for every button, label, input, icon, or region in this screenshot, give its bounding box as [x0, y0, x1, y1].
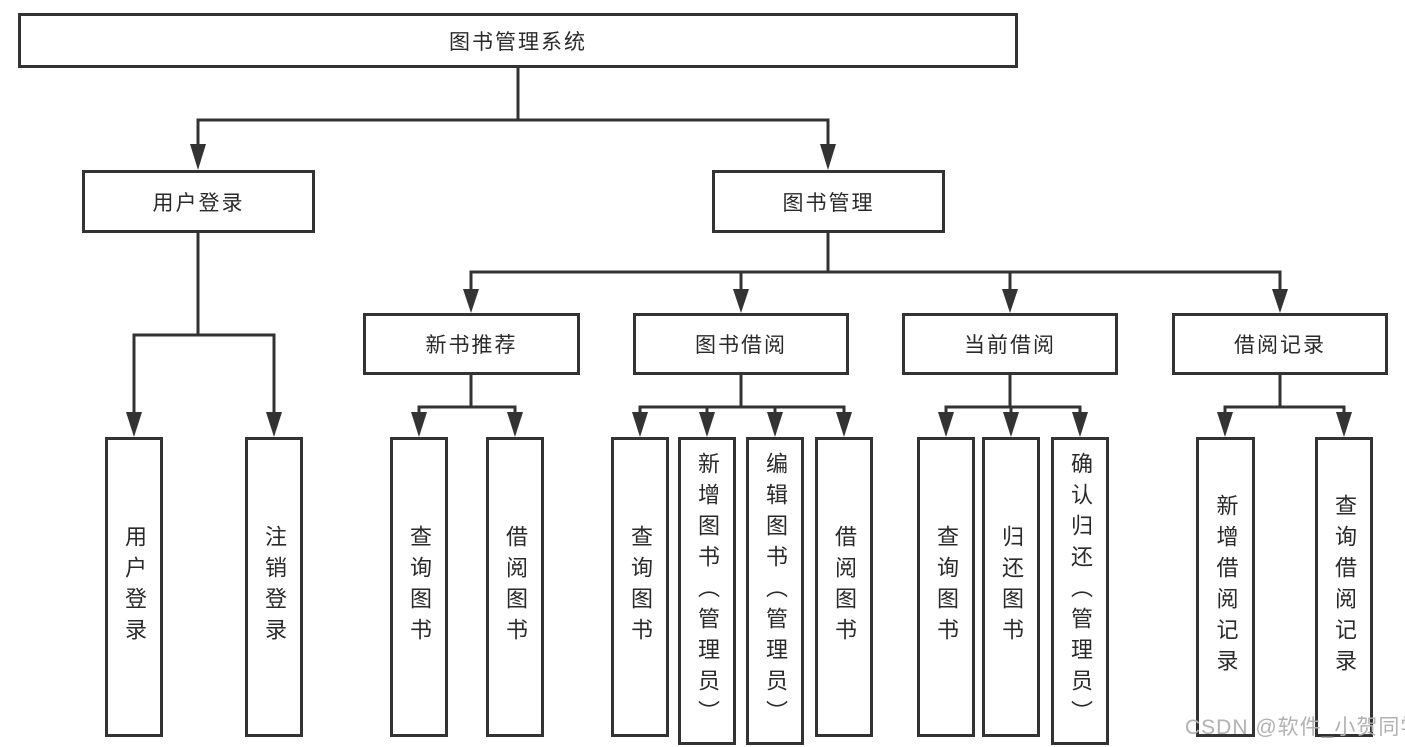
arrow-down-icon [266, 412, 282, 437]
leaf-borrow-books-recommend: 借阅图书 [486, 437, 544, 737]
node-new-book-recommend: 新书推荐 [363, 313, 580, 375]
node-book-borrowing: 图书借阅 [633, 313, 849, 375]
arrow-down-icon [1336, 412, 1352, 437]
leaf-label: 归还图书 [999, 525, 1024, 649]
leaf-label: 用户登录 [122, 525, 147, 649]
arrow-down-icon [699, 412, 715, 437]
arrow-down-icon [1003, 412, 1019, 437]
node-current-borrowing-label: 当前借阅 [964, 334, 1056, 357]
arrow-down-icon [1072, 412, 1088, 437]
node-root: 图书管理系统 [18, 13, 1018, 68]
node-book-management: 图书管理 [712, 170, 945, 233]
connector-root-to-level2 [196, 68, 830, 146]
arrow-down-icon [1002, 289, 1018, 313]
leaf-user-login: 用户登录 [105, 437, 163, 737]
leaf-edit-book-admin: 编辑图书（管理员） [746, 437, 804, 745]
leaf-query-borrow-record: 查询借阅记录 [1315, 437, 1373, 737]
node-book-management-label: 图书管理 [782, 191, 875, 215]
node-book-borrowing-label: 图书借阅 [695, 334, 787, 357]
leaf-query-books-current: 查询图书 [917, 437, 975, 737]
connector-level3-branches [417, 375, 1346, 416]
arrow-down-icon [632, 412, 648, 437]
node-user-login: 用户登录 [82, 170, 315, 233]
leaf-logout: 注销登录 [245, 437, 303, 737]
arrow-down-icon [767, 412, 783, 437]
arrow-down-icon [411, 412, 427, 437]
arrow-down-icon [836, 412, 852, 437]
leaf-label: 新增图书（管理员） [695, 451, 720, 731]
arrow-down-icon [507, 412, 523, 437]
leaf-label: 查询图书 [628, 525, 653, 649]
leaf-label: 查询图书 [407, 525, 432, 649]
node-new-book-recommend-label: 新书推荐 [425, 334, 518, 357]
arrow-down-icon [463, 289, 479, 313]
node-borrowing-records-label: 借阅记录 [1234, 334, 1326, 357]
leaf-label: 借阅图书 [832, 525, 857, 649]
connector-book-management-branch [469, 233, 1282, 291]
leaf-add-borrow-record: 新增借阅记录 [1196, 437, 1255, 737]
leaf-label: 查询借阅记录 [1332, 494, 1357, 680]
arrow-down-icon [1272, 289, 1288, 313]
node-borrowing-records: 借阅记录 [1172, 313, 1388, 375]
arrow-down-icon [820, 144, 836, 170]
leaf-label: 注销登录 [262, 525, 287, 649]
node-root-label: 图书管理系统 [449, 30, 587, 54]
leaf-label: 查询图书 [934, 525, 959, 649]
node-current-borrowing: 当前借阅 [902, 313, 1118, 375]
arrow-down-icon [1217, 412, 1233, 437]
leaf-query-books-recommend: 查询图书 [390, 437, 448, 737]
leaf-add-book-admin: 新增图书（管理员） [678, 437, 736, 745]
leaf-label: 新增借阅记录 [1213, 494, 1239, 680]
leaf-query-books-borrowing: 查询图书 [611, 437, 669, 737]
arrow-down-icon [126, 412, 142, 437]
arrowheads [126, 144, 1352, 437]
leaf-confirm-return-admin: 确认归还（管理员） [1051, 437, 1109, 745]
arrow-down-icon [733, 289, 749, 313]
leaf-label: 确认归还（管理员） [1068, 451, 1093, 731]
leaf-label: 编辑图书（管理员） [763, 451, 788, 731]
leaf-label: 借阅图书 [503, 525, 528, 649]
node-user-login-label: 用户登录 [152, 191, 245, 215]
leaf-borrow-books-borrowing: 借阅图书 [815, 437, 873, 737]
arrow-down-icon [190, 144, 206, 170]
leaf-return-book: 归还图书 [982, 437, 1040, 737]
arrow-down-icon [938, 412, 954, 437]
connector-user-login-branch [132, 233, 276, 416]
